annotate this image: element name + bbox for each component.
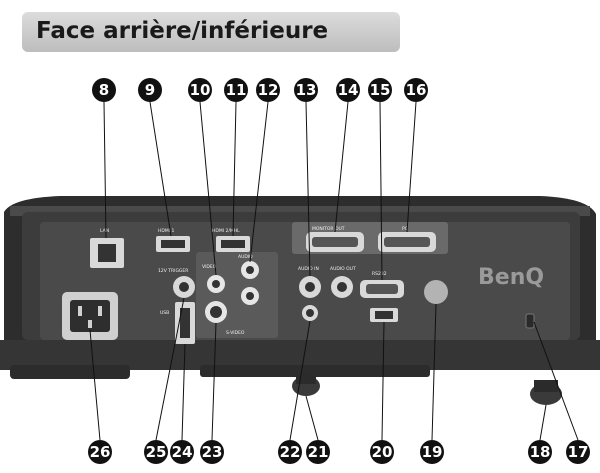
usb-label: USB [160, 310, 169, 316]
svg-text:22: 22 [280, 443, 301, 461]
callout-18: 18 [528, 440, 552, 464]
svg-text:14: 14 [338, 81, 359, 99]
callout-17: 17 [566, 440, 590, 464]
svg-text:24: 24 [172, 443, 193, 461]
callout-22: 22 [278, 440, 302, 464]
svg-text:11: 11 [226, 81, 247, 99]
brand-logo: BenQ [478, 265, 544, 290]
callout-25: 25 [144, 440, 168, 464]
callout-19: 19 [420, 440, 444, 464]
svg-text:13: 13 [296, 81, 317, 99]
svg-text:23: 23 [202, 443, 223, 461]
callout-20: 20 [370, 440, 394, 464]
callout-16: 16 [404, 78, 428, 102]
callout-21: 21 [306, 440, 330, 464]
hdmi1-label: HDMI 1 [158, 228, 174, 234]
callout-24: 24 [170, 440, 194, 464]
ir-sensor [424, 280, 448, 304]
callout-13: 13 [294, 78, 318, 102]
lan-label: LAN [100, 228, 109, 234]
svg-text:20: 20 [372, 443, 393, 461]
svg-text:17: 17 [568, 443, 589, 461]
svg-text:19: 19 [422, 443, 443, 461]
svg-text:10: 10 [190, 81, 211, 99]
svg-text:9: 9 [145, 81, 155, 99]
svg-text:8: 8 [99, 81, 109, 99]
security-slot [526, 314, 534, 328]
trigger-label: 12V TRIGGER [158, 268, 188, 274]
mini-usb-port [370, 308, 398, 322]
mic-port [302, 305, 318, 321]
callout-9: 9 [138, 78, 162, 102]
video-label: VIDEO [202, 264, 217, 270]
svg-text:21: 21 [308, 443, 329, 461]
adjuster-foot-left [292, 374, 320, 396]
callout-10: 10 [188, 78, 212, 102]
audio-in-label: AUDIO IN [298, 266, 319, 272]
svg-text:12: 12 [258, 81, 279, 99]
audio-out-label: AUDIO OUT [330, 266, 356, 272]
monitor-out-label: MONITOR OUT [312, 226, 345, 232]
callout-23: 23 [200, 440, 224, 464]
svg-text:15: 15 [370, 81, 391, 99]
callout-15: 15 [368, 78, 392, 102]
callout-26: 26 [88, 440, 112, 464]
callout-8: 8 [92, 78, 116, 102]
svg-text:18: 18 [530, 443, 551, 461]
callout-14: 14 [336, 78, 360, 102]
svideo-label: S-VIDEO [226, 330, 245, 336]
hdmi2-label: HDMI 2/MHL [212, 228, 240, 234]
svg-text:25: 25 [146, 443, 167, 461]
callout-11: 11 [224, 78, 248, 102]
callout-12: 12 [256, 78, 280, 102]
svg-text:16: 16 [406, 81, 427, 99]
rs232-label: RS232 [372, 271, 387, 277]
audio-r-port [241, 287, 259, 305]
svg-text:26: 26 [90, 443, 111, 461]
